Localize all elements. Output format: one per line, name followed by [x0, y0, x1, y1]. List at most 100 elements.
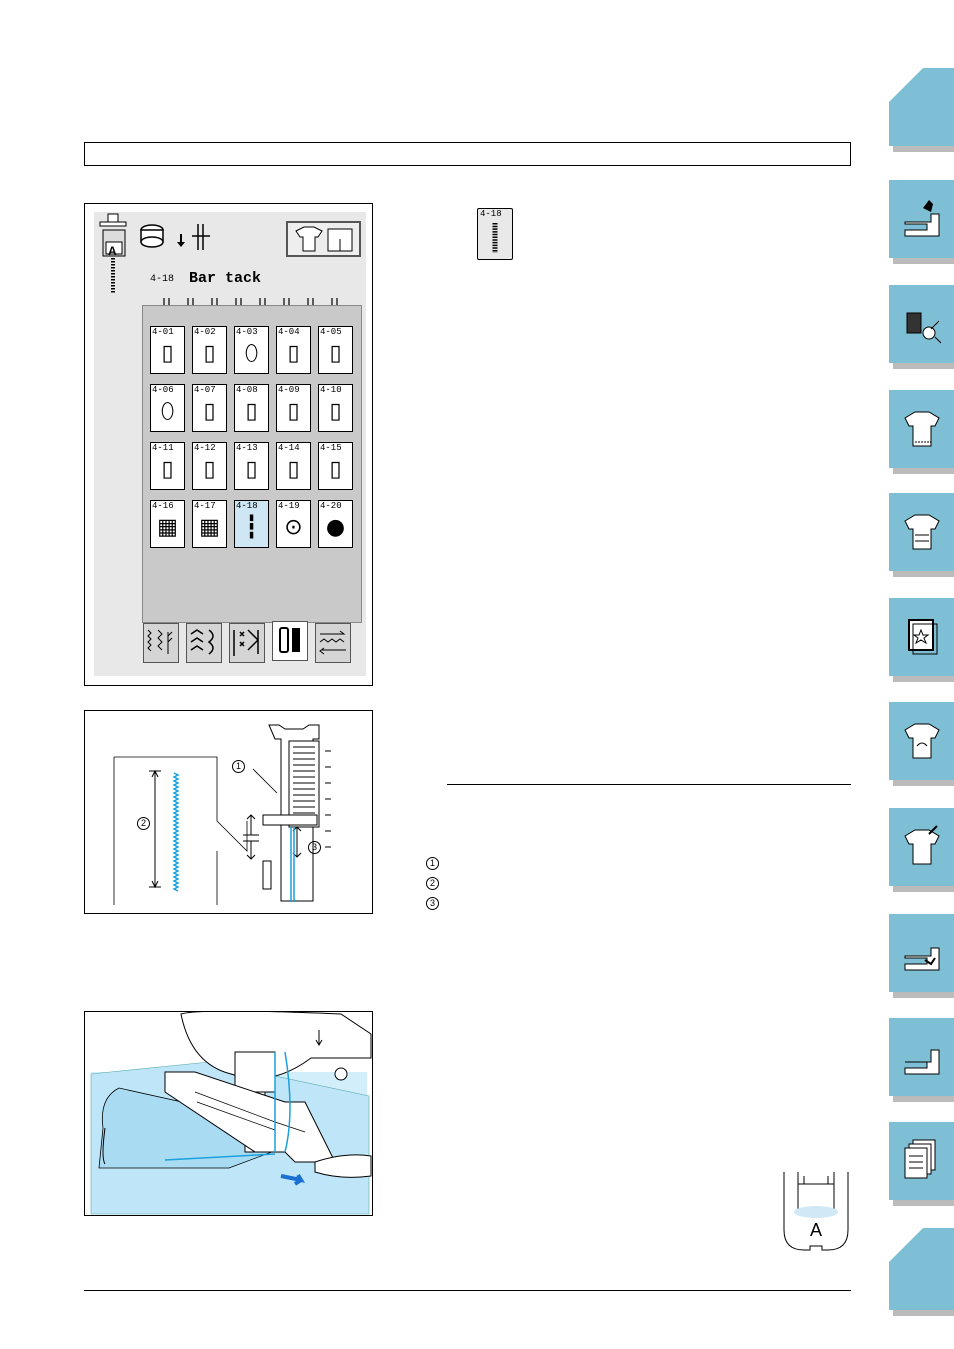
category-tab-sideways[interactable]	[315, 623, 351, 663]
category-tab-buttonhole[interactable]	[272, 621, 308, 661]
stitch-button-number: 4-11	[152, 443, 174, 453]
stitch-button-number: 4-06	[152, 385, 174, 395]
embroidery-shirt-icon	[904, 514, 940, 550]
section-title-bar	[84, 142, 851, 166]
chapter-tab-thread[interactable]	[889, 285, 954, 369]
stitch-button[interactable]: 4-12 ▯	[192, 442, 227, 490]
cross-stitch-icon	[233, 629, 260, 656]
buttonhole-stitch-icon: ▯	[203, 341, 216, 366]
stitch-button-number: 4-01	[152, 327, 174, 337]
legend-callout-2: 2	[426, 877, 439, 890]
design-shirt-icon	[904, 723, 940, 759]
chapter-tab-maintenance[interactable]	[889, 914, 954, 998]
stitch-button-number: 4-08	[236, 385, 258, 395]
buttonhole-stitch-icon: ▯	[287, 457, 300, 482]
chapter-tab-top-corner[interactable]	[889, 68, 954, 152]
chapter-tab-embroidery[interactable]	[889, 598, 954, 682]
stitch-button[interactable]: 4-02 ▯	[192, 326, 227, 374]
buttonhole-stitch-icon: ▯	[161, 457, 174, 482]
stitch-button[interactable]: 4-11 ▯	[150, 442, 185, 490]
stitch-button[interactable]: 4-13 ▯	[234, 442, 269, 490]
foot-letter: A	[108, 244, 117, 258]
chapter-tab-my-custom[interactable]	[889, 808, 954, 892]
inline-key-number: 4-18	[480, 209, 502, 219]
stitch-button-number: 4-03	[236, 327, 258, 337]
stitch-button-number: 4-16	[152, 501, 174, 511]
buttonhole-stitch-icon: ⬯	[244, 341, 259, 366]
buttonhole-stitch-icon: ●	[325, 515, 346, 540]
buttonhole-stitch-icon: ▯	[287, 341, 300, 366]
document-icon	[904, 1139, 936, 1179]
callout-3: 3	[308, 841, 321, 854]
shirt-icon	[904, 411, 940, 447]
maintenance-icon	[904, 947, 940, 971]
chapter-tab-edit[interactable]	[889, 702, 954, 786]
sewing-illustration	[90, 1012, 372, 1215]
stitch-button-number: 4-13	[236, 443, 258, 453]
stitch-button[interactable]: 4-09▯	[276, 384, 311, 432]
category-tab-decorative[interactable]	[186, 623, 222, 663]
buttonhole-stitch-icon: ▯	[329, 399, 342, 424]
buttonhole-stitch-icon: ▯	[203, 399, 216, 424]
pattern-name: Bar tack	[189, 270, 262, 287]
callout-1: 1	[232, 760, 245, 773]
stitch-button-number: 4-05	[320, 327, 342, 337]
buttonhole-stitch-icon: ▯	[329, 341, 342, 366]
callout-2: 2	[137, 817, 150, 830]
stitch-button[interactable]: 4-06⬯	[150, 384, 185, 432]
chapter-tab-character[interactable]	[889, 493, 954, 577]
presser-foot-icon	[99, 213, 127, 294]
needle-down-icon	[177, 224, 210, 250]
stitch-button[interactable]: 4-19⊙	[276, 500, 311, 548]
stitch-button[interactable]: 4-18┇	[234, 500, 269, 548]
buttonhole-stitch-icon: ▯	[161, 341, 174, 366]
buttonhole-stitch-icon: ⊙	[284, 515, 303, 540]
chapter-tab-utility[interactable]	[889, 390, 954, 474]
legend-callout-1: 1	[426, 857, 439, 870]
stitch-button[interactable]: 4-01 ▯	[150, 326, 185, 374]
stitch-button[interactable]: 4-14▯	[276, 442, 311, 490]
stitch-button-number: 4-12	[194, 443, 216, 453]
stitch-button[interactable]: 4-15 ▯	[318, 442, 353, 490]
bar-tack-diagram	[113, 724, 331, 905]
hoop-icon	[908, 619, 938, 655]
garment-type-button[interactable]	[286, 221, 361, 257]
stitch-button[interactable]: 4-20 ●	[318, 500, 353, 548]
stitch-button[interactable]: 4-08 ▯	[234, 384, 269, 432]
stitch-button-number: 4-09	[278, 385, 300, 395]
thread-icon	[906, 312, 942, 344]
stitch-button[interactable]: 4-07▯	[192, 384, 227, 432]
stitch-button-number: 4-02	[194, 327, 216, 337]
chapter-tab-index[interactable]	[889, 1122, 954, 1206]
chapter-tab-appendix[interactable]	[889, 1018, 954, 1102]
stitch-button-number: 4-15	[320, 443, 342, 453]
buttonhole-stitch-icon: ┇	[244, 515, 259, 540]
pattern-number: 4-18	[150, 274, 175, 285]
chapter-tab-machine[interactable]	[889, 180, 954, 264]
buttonhole-stitch-icon: ▯	[245, 399, 258, 424]
stitch-button-number: 4-04	[278, 327, 300, 337]
footer-rule	[84, 1290, 851, 1291]
buttonhole-stitch-icon: ▦	[157, 515, 178, 540]
stitch-button[interactable]: 4-16 ▦	[150, 500, 185, 548]
bar-tack-diagram-figure	[84, 710, 373, 914]
edit-shirt-icon	[904, 825, 940, 865]
machine-icon	[904, 200, 940, 237]
foot-inset-letter: A	[810, 1220, 823, 1240]
chapter-tab-bottom-corner[interactable]	[889, 1228, 954, 1316]
stitch-button[interactable]: 4-17▦	[192, 500, 227, 548]
bar-tack-icon	[492, 223, 498, 253]
category-tab-heirloom[interactable]	[229, 623, 265, 663]
stitch-button[interactable]: 4-10▯	[318, 384, 353, 432]
bobbin-icon	[140, 224, 164, 248]
stitch-button[interactable]: 4-05 ▯	[318, 326, 353, 374]
machine-outline-icon	[904, 1049, 940, 1075]
stitch-button[interactable]: 4-03 ⬯	[234, 326, 269, 374]
category-tab-utility[interactable]	[143, 623, 179, 663]
buttonhole-stitch-icon: ▯	[329, 457, 342, 482]
text-divider	[447, 784, 851, 785]
buttonhole-stitch-icon: ▯	[245, 457, 258, 482]
buttonhole-stitch-icon: ▯	[203, 457, 216, 482]
stitch-button-number: 4-20	[320, 501, 342, 511]
stitch-button[interactable]: 4-04 ▯	[276, 326, 311, 374]
